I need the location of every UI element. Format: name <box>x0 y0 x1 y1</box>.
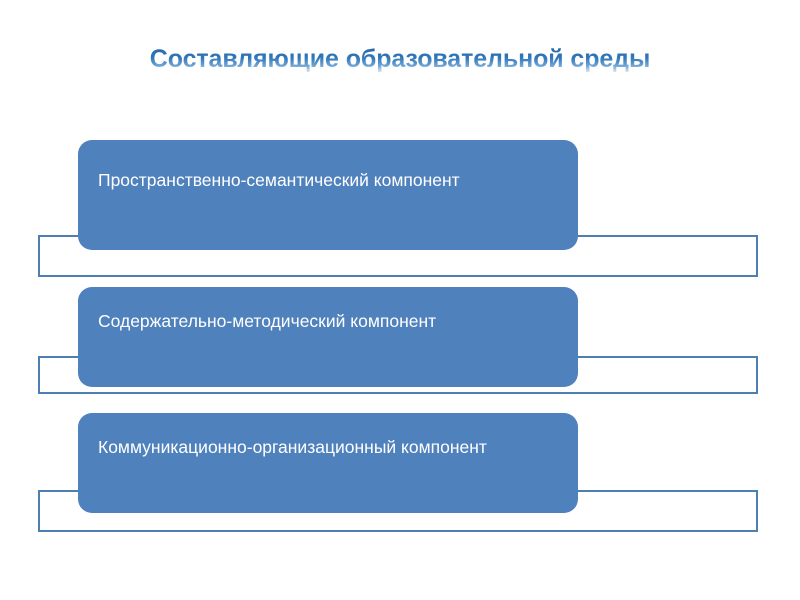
component-box-3[interactable]: Коммуникационно-организационный компонен… <box>78 413 578 513</box>
page-title: Составляющие образовательной среды <box>0 44 800 74</box>
component-label-1: Пространственно-семантический компонент <box>98 170 460 190</box>
component-label-2: Содержательно-методический компонент <box>98 311 437 331</box>
component-row: Содержательно-методический компонент <box>0 287 800 395</box>
component-label-3: Коммуникационно-организационный компонен… <box>98 437 487 457</box>
component-box-1[interactable]: Пространственно-семантический компонент <box>78 140 578 250</box>
component-row: Пространственно-семантический компонент <box>0 140 800 280</box>
component-row: Коммуникационно-организационный компонен… <box>0 413 800 535</box>
component-box-2[interactable]: Содержательно-методический компонент <box>78 287 578 387</box>
